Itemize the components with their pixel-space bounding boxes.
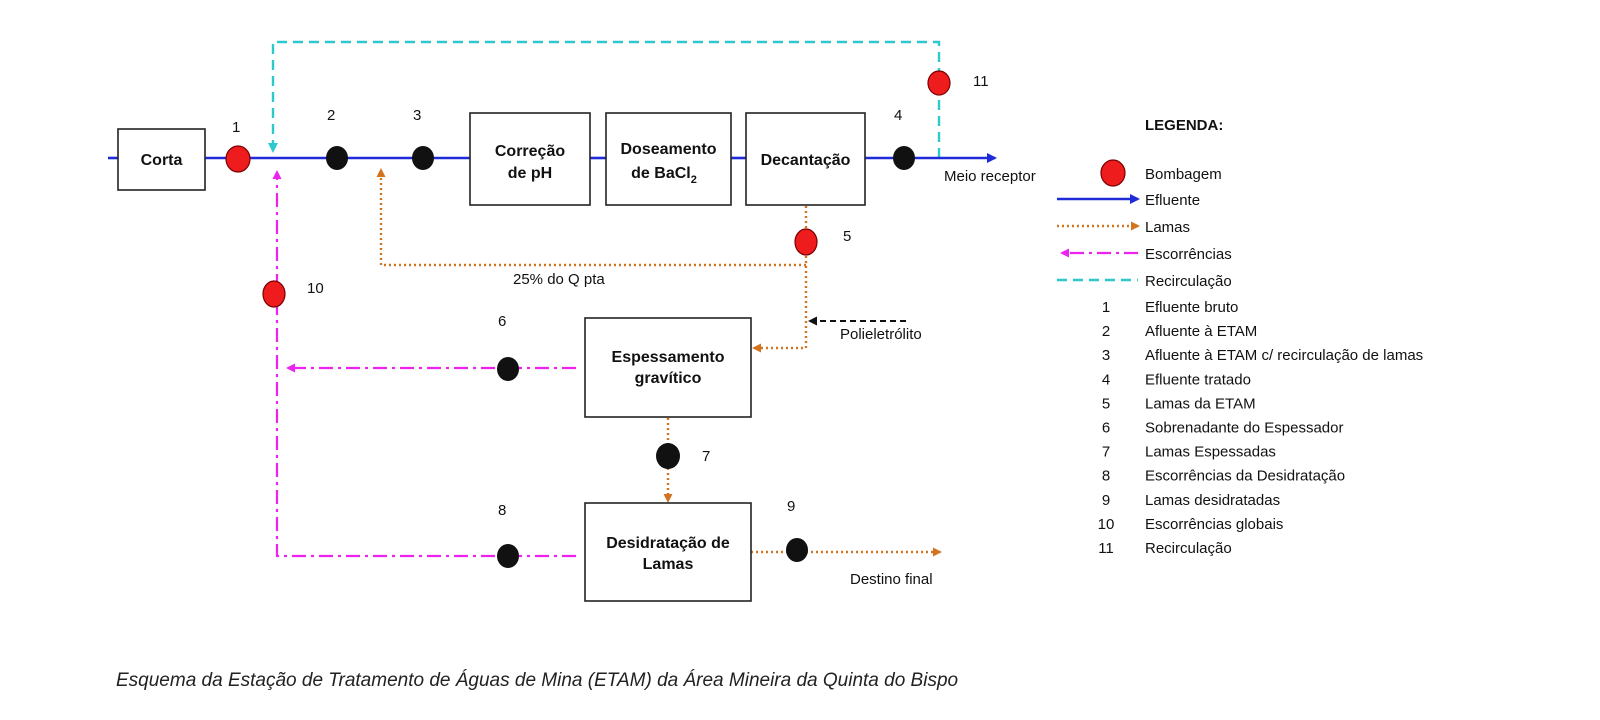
box-doseamento-label-1: Doseamento (620, 141, 716, 158)
legend-pump-icon (1100, 159, 1126, 187)
legend-item-number: 7 (1102, 444, 1110, 461)
legend-item-text: Lamas Espessadas (1145, 444, 1276, 461)
point-marker-7 (656, 443, 680, 469)
legend-item-number: 8 (1102, 468, 1110, 485)
legend-items: 1 Efluente bruto 2 Afluente à ETAM 3 Afluente… (1098, 299, 1424, 557)
point-number-3: 3 (413, 107, 421, 124)
sludge-recirculation-line (376, 168, 806, 267)
legend-item-text: Escorrências globais (1145, 516, 1283, 533)
recirculation-line (268, 40, 941, 158)
box-correcao-label-1: Correção (495, 143, 565, 160)
legend-item-number: 6 (1102, 420, 1110, 437)
legend-symbol-escorrencias: Escorrências (1145, 246, 1232, 263)
legend-item-text: Efluente tratado (1145, 371, 1251, 388)
point-marker-4 (893, 146, 915, 170)
point-number-10: 10 (307, 280, 324, 297)
box-desidratacao: Desidratação de Lamas (584, 502, 752, 602)
box-espessamento-label-2: gravítico (635, 370, 702, 387)
point-number-6: 6 (498, 313, 506, 330)
box-correcao-label-2: de pH (508, 165, 552, 182)
legend-symbol-lamas: Lamas (1145, 219, 1190, 236)
legend-item-number: 9 (1102, 492, 1110, 509)
point-number-2: 2 (327, 107, 335, 124)
legend-symbol-bombagem: Bombagem (1145, 166, 1222, 183)
legend-title: LEGENDA: (1145, 117, 1223, 134)
point-marker-8 (497, 544, 519, 568)
box-decantacao-label: Decantação (761, 152, 851, 169)
legend-item-text: Efluente bruto (1145, 299, 1238, 316)
box-decantacao: Decantação (745, 112, 866, 206)
point-number-7: 7 (702, 448, 710, 465)
legend-symbol-efluente: Efluente (1145, 192, 1200, 209)
legend-item-number: 5 (1102, 395, 1110, 412)
legend-item-text: Recirculação (1145, 540, 1232, 557)
pump-icon-11 (927, 70, 951, 96)
box-desidratacao-label-1: Desidratação de (606, 535, 730, 552)
legend-item-text: Afluente à ETAM c/ recirculação de lamas (1145, 347, 1423, 364)
destino-final-label: Destino final (850, 571, 933, 588)
box-doseamento-label-2: de BaCl2 (631, 165, 697, 186)
point-number-8: 8 (498, 502, 506, 519)
legend-item-number: 1 (1102, 299, 1110, 316)
bacl-text: de BaCl (631, 165, 691, 182)
legend-symbol-recirculacao: Recirculação (1145, 273, 1232, 290)
legend-item-number: 2 (1102, 323, 1110, 340)
pump-icon-10 (262, 280, 286, 308)
legend-item-text: Escorrências da Desidratação (1145, 468, 1345, 485)
legend-item-text: Lamas desidratadas (1145, 492, 1280, 509)
point-marker-2 (326, 146, 348, 170)
legend-item-text: Afluente à ETAM (1145, 323, 1257, 340)
box-doseamento-bacl2: Doseamento de BaCl2 (605, 112, 732, 206)
legend-item-number: 10 (1098, 516, 1115, 533)
figure-caption: Esquema da Estação de Tratamento de Água… (116, 670, 958, 691)
point-number-11: 11 (973, 73, 989, 90)
box-espessamento-label-1: Espessamento (612, 349, 725, 366)
box-corta-label: Corta (141, 152, 183, 169)
pump-icon-1 (225, 145, 251, 173)
sludge-line-decantation-down (752, 206, 808, 353)
legend-item-text: Sobrenadante do Espessador (1145, 420, 1343, 437)
bacl-subscript: 2 (691, 174, 697, 186)
box-corta: Corta (117, 128, 206, 191)
pump-icon-5 (794, 228, 818, 256)
box-correcao-ph: Correção de pH (469, 112, 591, 206)
meio-receptor-label: Meio receptor (944, 168, 1036, 185)
box-desidratacao-label-2: Lamas (643, 556, 694, 573)
legend-item-number: 11 (1098, 540, 1114, 557)
point-number-1: 1 (232, 119, 240, 136)
box-espessamento: Espessamento gravítico (584, 317, 752, 418)
runoff-line-dewatering (272, 170, 576, 558)
legend-item-text: Lamas da ETAM (1145, 395, 1256, 412)
point-marker-9 (786, 538, 808, 562)
point-number-5: 5 (843, 228, 851, 245)
polieletrolito-label: Polieletrólito (840, 326, 922, 343)
legend: LEGENDA: Bombagem Efluente Lamas Escorrê… (1057, 117, 1423, 557)
legend-item-number: 3 (1102, 347, 1110, 364)
point-marker-6 (497, 357, 519, 381)
point-number-9: 9 (787, 498, 795, 515)
point-number-4: 4 (894, 107, 902, 124)
point-marker-3 (412, 146, 434, 170)
q-pta-label: 25% do Q pta (513, 271, 605, 288)
legend-item-number: 4 (1102, 371, 1110, 388)
